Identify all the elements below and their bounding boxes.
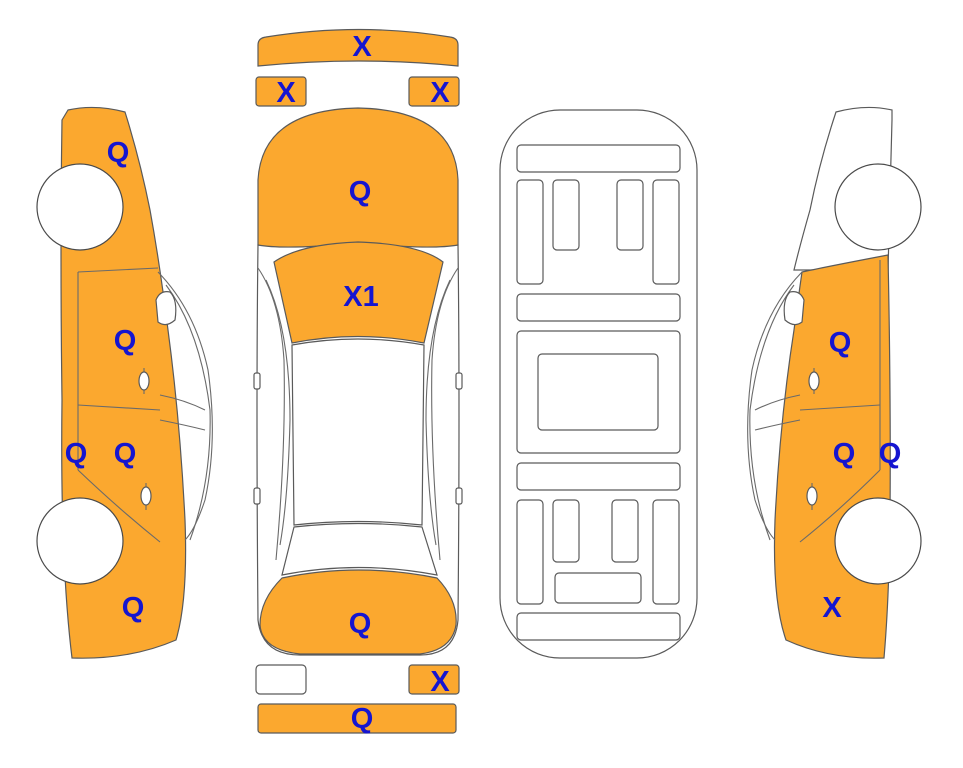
top-view-left-inner — [265, 279, 291, 546]
code-left-front-door: Q — [114, 325, 137, 357]
windshield-panel[interactable] — [273, 241, 444, 344]
left-side-glass-line — [159, 394, 206, 431]
code-left-front-fender: Q — [107, 137, 130, 169]
top-view-right-inner — [425, 279, 451, 546]
code-trunk: Q — [349, 608, 372, 640]
trunk-panel[interactable] — [259, 569, 457, 655]
code-right-rear-door: Q — [833, 438, 856, 470]
code-right-front-fender: X — [822, 592, 842, 624]
left-handle-top — [253, 487, 261, 505]
code-headlight-left: X — [276, 77, 296, 109]
right-mirror — [783, 291, 805, 326]
left-rear-door-handle — [140, 483, 152, 510]
code-left-rear-door: Q — [114, 438, 137, 470]
code-front-bumper: X — [352, 31, 372, 63]
right-handle-top — [455, 487, 463, 505]
code-headlight-right: X — [430, 77, 450, 109]
left-door-seam-rear — [77, 469, 161, 543]
code-left-rocker: Q — [65, 438, 88, 470]
right-mirror-top — [455, 372, 463, 390]
headlight-right-panel[interactable] — [408, 76, 460, 107]
taillight-left-panel[interactable] — [255, 664, 307, 695]
rear-bumper-panel[interactable] — [257, 703, 457, 734]
left-side-roof-line — [165, 284, 211, 541]
code-taillight-right: X — [430, 666, 450, 698]
left-rear-wheel — [36, 497, 124, 585]
right-side-roof-line — [749, 284, 795, 541]
left-mirror — [155, 291, 177, 326]
code-hood: Q — [349, 176, 372, 208]
right-door-seam-middle — [799, 404, 881, 411]
left-front-wheel — [36, 163, 124, 251]
right-front-door-handle — [808, 368, 820, 394]
left-door-seam-front — [77, 267, 159, 273]
right-side-window-line — [747, 271, 803, 541]
underbody-view — [499, 109, 698, 659]
taillight-right-panel[interactable] — [408, 664, 460, 695]
roof-panel — [291, 338, 425, 526]
code-right-rocker: Q — [879, 438, 902, 470]
right-side-glass-line — [754, 394, 801, 431]
left-mirror-top — [253, 372, 261, 390]
top-view-left-pillar — [257, 267, 285, 561]
headlight-left-panel[interactable] — [255, 76, 307, 107]
right-rear-wheel — [834, 497, 922, 585]
right-door-seam-rear — [799, 469, 881, 543]
damage-code-labels: X X X Q X1 Q X Q Q Q Q Q Q Q Q Q X — [65, 31, 902, 735]
code-right-front-door: Q — [829, 327, 852, 359]
code-windshield: X1 — [343, 281, 378, 313]
code-left-rear-quarter: Q — [122, 592, 145, 624]
left-side-window-line — [157, 271, 213, 541]
code-rear-bumper: Q — [351, 703, 374, 735]
right-front-wheel — [834, 163, 922, 251]
right-rear-door-handle — [806, 483, 818, 510]
left-door-seam-middle — [77, 404, 161, 411]
top-view-right-pillar — [431, 267, 459, 561]
rear-window-panel — [281, 522, 438, 576]
front-bumper-panel[interactable] — [257, 28, 459, 67]
left-front-door-handle — [138, 368, 150, 394]
